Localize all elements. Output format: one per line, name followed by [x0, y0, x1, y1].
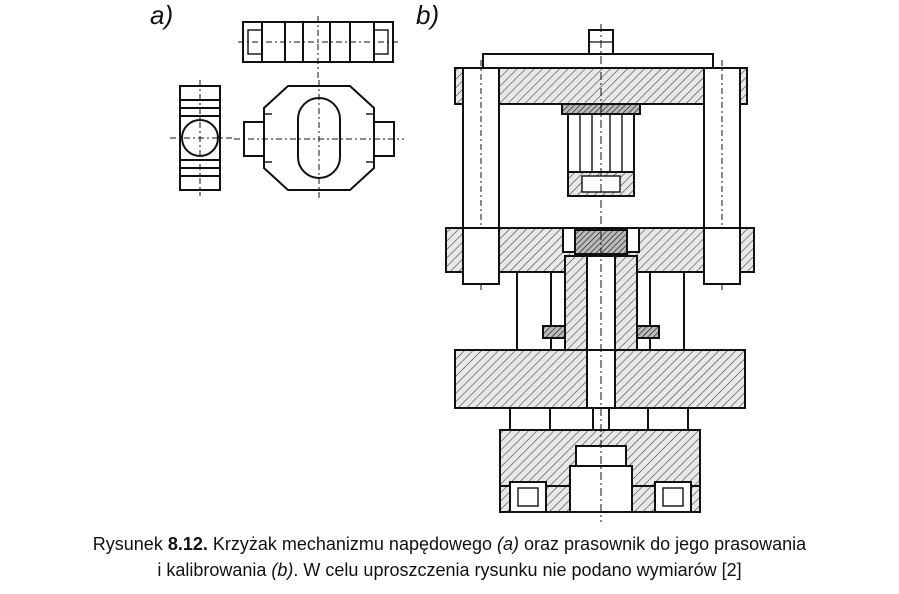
side-view — [170, 80, 232, 196]
figure-caption: Rysunek 8.12. Krzyżak mechanizmu napędow… — [0, 531, 899, 583]
caption-text-3: i kalibrowania — [157, 560, 272, 580]
part-b-drawing — [445, 24, 755, 522]
top-view — [238, 16, 398, 80]
caption-ref-b: (b) — [271, 560, 294, 580]
part-a-drawing — [170, 16, 404, 198]
caption-ref-a: (a) — [497, 534, 520, 554]
label-a: a) — [150, 0, 174, 30]
caption-text-1: Krzyżak mechanizmu napędowego — [207, 534, 498, 554]
caption-text-2: oraz prasownik do jego prasowania — [519, 534, 807, 554]
label-b: b) — [416, 0, 440, 30]
front-view — [234, 80, 404, 198]
caption-line-1: Rysunek 8.12. Krzyżak mechanizmu napędow… — [0, 531, 899, 557]
technical-drawing — [170, 16, 755, 522]
caption-number: 8.12. — [167, 534, 208, 554]
caption-text-4: . W celu uproszczenia rysunku nie podano… — [293, 560, 742, 580]
caption-line-2: i kalibrowania (b). W celu uproszczenia … — [0, 557, 899, 583]
caption-prefix: Rysunek — [92, 534, 168, 554]
